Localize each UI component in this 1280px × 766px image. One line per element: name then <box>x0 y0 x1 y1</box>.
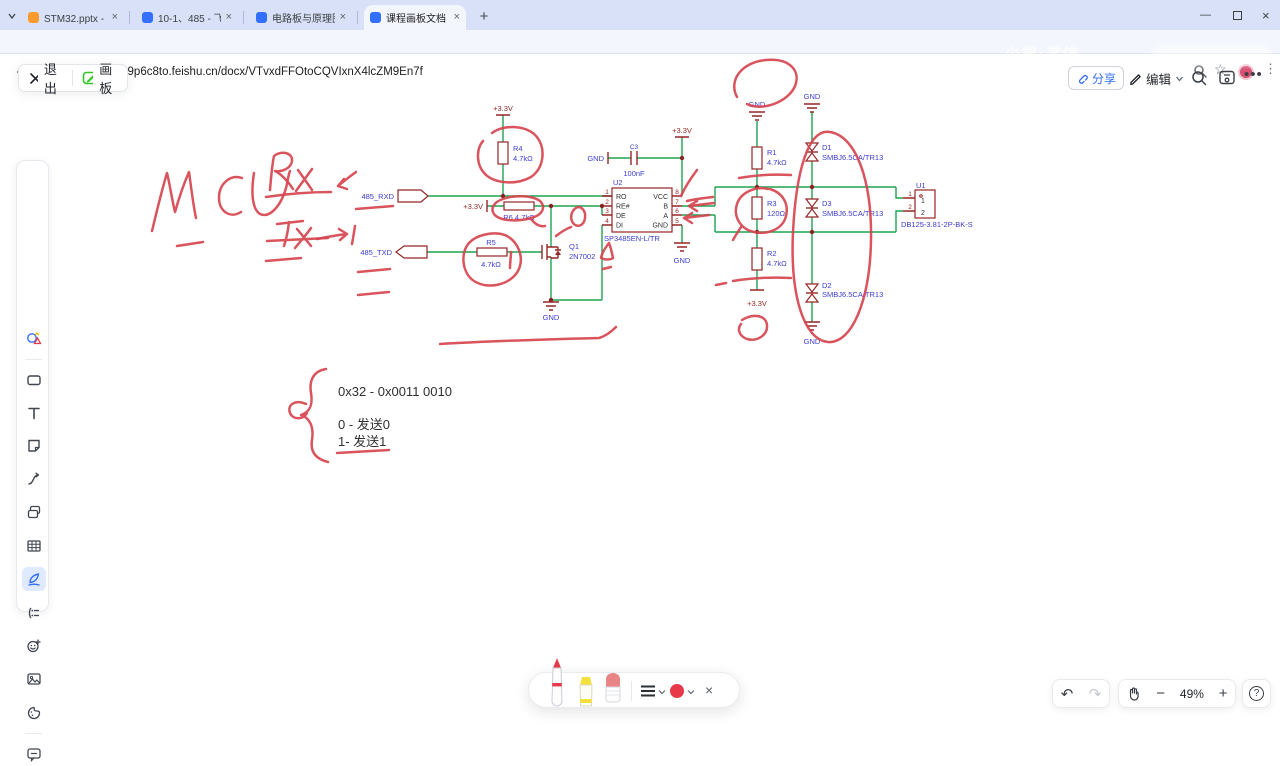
zoom-in-icon[interactable]: + <box>1218 685 1228 702</box>
marker-pen-tool[interactable] <box>545 657 569 707</box>
comment-panel-icon[interactable] <box>1218 69 1236 87</box>
browser-toolbar: x509p6c8to.feishu.cn/docx/VTvxdFFOtoCQVI… <box>0 30 1280 80</box>
browser-tab[interactable]: STM32.pptx - 飞书云文档 × <box>22 5 124 30</box>
tab-title: 10-1、485 - 飞书云文档 <box>158 14 221 25</box>
more-vertical-icon[interactable]: ⋮ <box>1264 61 1277 76</box>
sidebar-item-image[interactable] <box>22 667 46 691</box>
tab-close-icon[interactable]: × <box>453 11 460 23</box>
undo-redo-group: ↶ ↷ <box>1052 679 1110 708</box>
window-maximize-icon[interactable] <box>1233 11 1242 20</box>
tab-favicon <box>256 12 267 23</box>
sidebar-item-mindmap[interactable] <box>22 601 46 625</box>
tab-title: STM32.pptx - 飞书云文档 <box>44 14 107 25</box>
sidebar-item-frame[interactable] <box>22 500 46 524</box>
sidebar-item-emoji[interactable] <box>22 634 46 658</box>
share-button[interactable]: 分享 <box>1068 66 1124 90</box>
zoom-out-icon[interactable]: − <box>1156 685 1166 702</box>
tab-close-icon[interactable]: × <box>225 11 232 23</box>
avatar[interactable] <box>1238 63 1254 80</box>
zoom-controls: − 49% + <box>1118 679 1236 708</box>
tab-separator <box>357 11 358 24</box>
tab-separator <box>243 11 244 24</box>
sidebar-item-text[interactable] <box>22 401 46 425</box>
more-horizontal-icon[interactable]: ••• <box>1244 66 1263 83</box>
whiteboard-icon <box>83 71 94 85</box>
color-swatch[interactable] <box>670 684 684 698</box>
link-icon <box>1078 74 1088 84</box>
zoom-level: 49% <box>1179 686 1204 701</box>
edit-label: 编辑 <box>1146 72 1172 87</box>
tool-sidebar <box>16 160 49 762</box>
help-icon: ? <box>1249 686 1264 701</box>
tab-close-icon[interactable]: × <box>339 11 346 23</box>
close-x-icon[interactable] <box>29 72 38 85</box>
undo-icon[interactable]: ↶ <box>1060 685 1074 703</box>
bookmark-star-icon[interactable]: ☆ <box>1214 61 1227 77</box>
divider <box>631 681 632 701</box>
chevron-down-icon[interactable] <box>687 688 695 696</box>
help-button[interactable]: ? <box>1242 679 1271 708</box>
window-minimize-icon[interactable]: — <box>1200 9 1211 21</box>
sidebar-item-draw-pen[interactable] <box>21 567 46 591</box>
browser-tab-active[interactable]: 课程画板文档 - 飞书云文档 × <box>364 5 466 30</box>
eraser-tool[interactable] <box>602 671 624 705</box>
tab-search-chevron-icon[interactable] <box>6 11 18 21</box>
tab-favicon <box>370 12 381 23</box>
tab-favicon <box>28 12 39 23</box>
highlighter-tool[interactable] <box>574 675 598 709</box>
browser-tab[interactable]: 10-1、485 - 飞书云文档 × <box>136 5 238 30</box>
sidebar-item-sticky-note[interactable] <box>22 434 46 458</box>
divider <box>25 359 42 360</box>
tab-separator <box>129 11 130 24</box>
tab-title: 电路板与原理图 - 飞书云文档 <box>272 14 335 25</box>
window-close-icon[interactable]: × <box>1262 8 1270 23</box>
edit-mode-button[interactable]: 编辑 <box>1128 66 1184 90</box>
stroke-width-icon[interactable] <box>640 684 656 698</box>
pen-toolbar: × <box>528 658 740 709</box>
search-icon[interactable] <box>1190 69 1208 87</box>
sidebar-item-theme-palette[interactable] <box>22 701 46 725</box>
whiteboard-canvas[interactable] <box>0 54 1280 720</box>
exit-button[interactable]: 退出 <box>43 62 57 96</box>
tab-close-icon[interactable]: × <box>111 11 118 23</box>
sidebar-item-comment[interactable] <box>22 742 46 766</box>
tab-title: 课程画板文档 - 飞书云文档 <box>386 14 449 25</box>
divider <box>71 70 73 86</box>
hand-tool-icon[interactable] <box>1126 686 1141 701</box>
url-bar[interactable]: x509p6c8to.feishu.cn/docx/VTvxdFFOtoCQVI… <box>78 63 1178 81</box>
sidebar-item-shapes-template[interactable] <box>22 327 46 351</box>
chevron-down-icon <box>1176 76 1184 81</box>
edit-pen-icon <box>1130 74 1141 85</box>
sidebar-item-table[interactable] <box>22 534 46 558</box>
tab-favicon <box>142 12 153 23</box>
board-header: 退出 画板 <box>18 62 128 96</box>
new-tab-button[interactable]: + <box>479 8 489 25</box>
close-icon[interactable]: × <box>705 682 714 698</box>
browser-tab[interactable]: 电路板与原理图 - 飞书云文档 × <box>250 5 352 30</box>
sidebar-item-connector[interactable] <box>22 467 46 491</box>
divider <box>25 733 42 734</box>
redo-icon[interactable]: ↷ <box>1088 685 1102 703</box>
sidebar-item-rectangle[interactable] <box>22 368 46 392</box>
share-label: 分享 <box>1091 71 1116 86</box>
url-text: x509p6c8to.feishu.cn/docx/VTvxdFFOtoCQVI… <box>109 66 423 78</box>
board-label[interactable]: 画板 <box>99 62 113 96</box>
chevron-down-icon[interactable] <box>658 688 666 696</box>
browser-tab-strip: STM32.pptx - 飞书云文档 × 10-1、485 - 飞书云文档 × … <box>0 0 1280 30</box>
